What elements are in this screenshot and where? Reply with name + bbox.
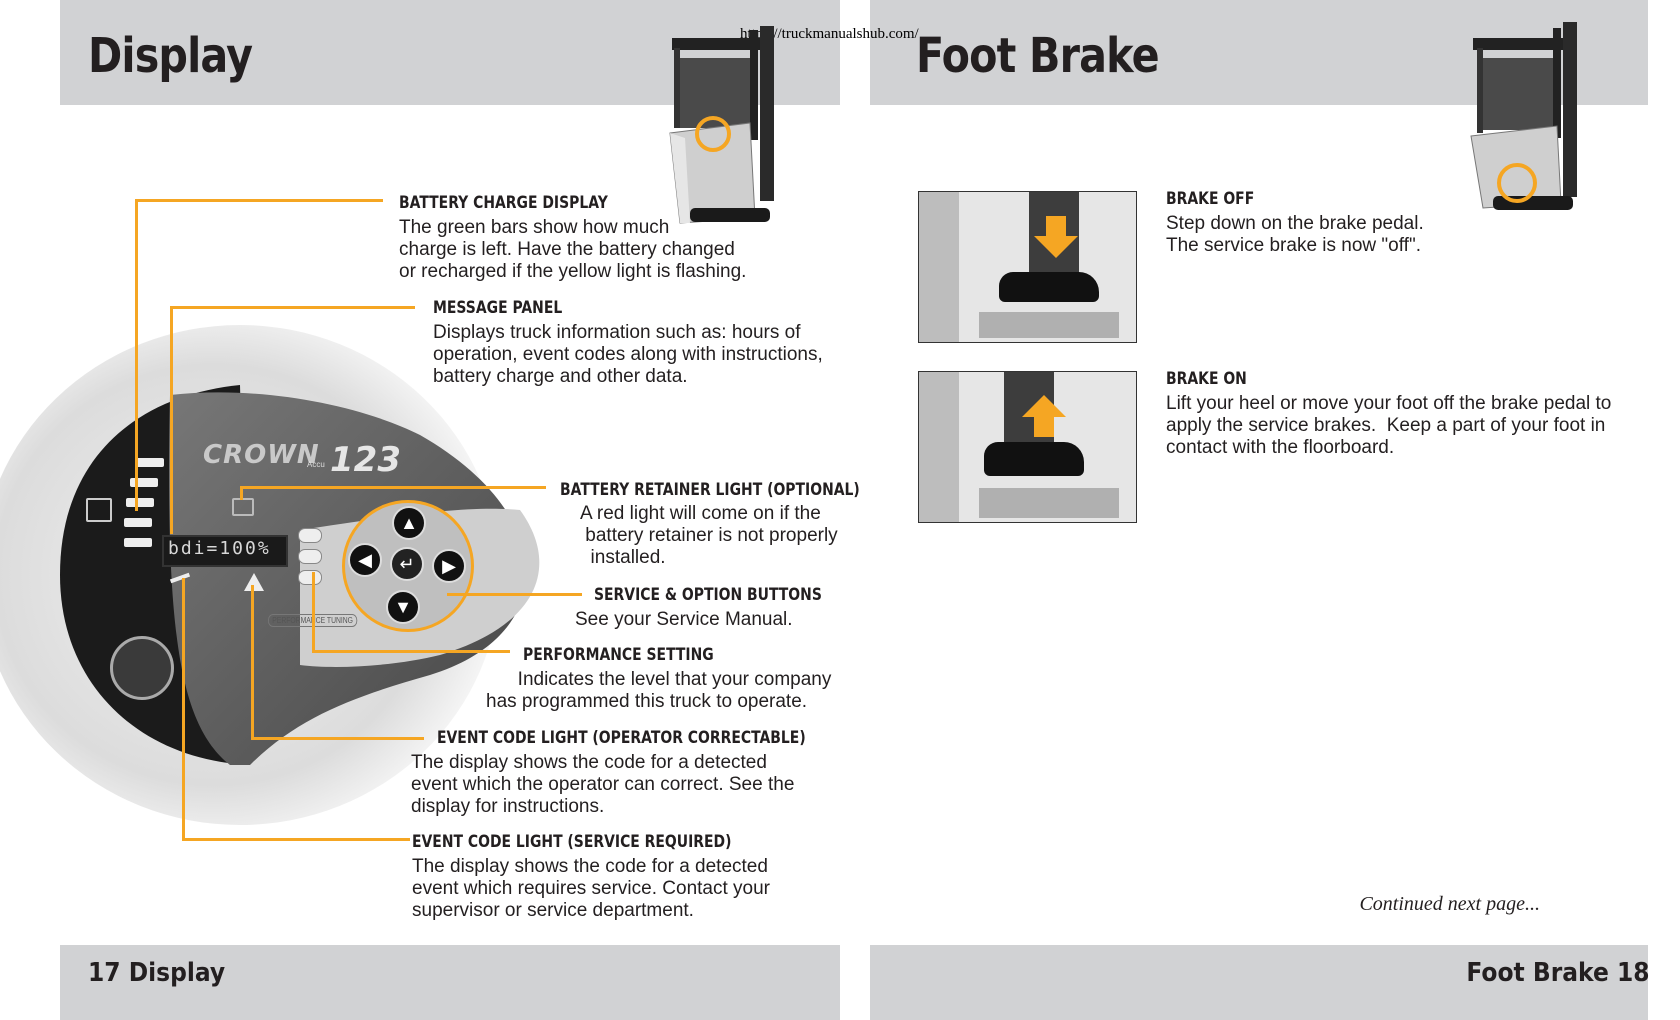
right-page-title: Foot Brake	[916, 28, 1160, 84]
left-page-title: Display	[88, 28, 253, 84]
callout-heading: BATTERY RETAINER LIGHT (OPTIONAL)	[560, 480, 860, 500]
left-footer: 17 Display	[88, 958, 226, 988]
leader-message-panel-v	[170, 306, 173, 534]
brake-on-heading: BRAKE ON	[1166, 369, 1247, 389]
callout-heading: SERVICE & OPTION BUTTONS	[594, 585, 822, 605]
perf-button-p1[interactable]	[298, 528, 322, 543]
callout-text: The display shows the code for a detecte…	[412, 856, 770, 921]
callout-text: Displays truck information such as: hour…	[433, 322, 823, 387]
key-switch[interactable]	[110, 636, 174, 700]
callout-text: Indicates the level that your company ha…	[486, 669, 832, 712]
continued-next-page: Continued next page...	[1359, 893, 1540, 915]
callout-text: The display shows the code for a detecte…	[411, 752, 795, 817]
battery-bar	[126, 498, 154, 507]
up-arrow-button[interactable]: ▲	[392, 506, 426, 540]
perf-button-p2[interactable]	[298, 549, 322, 564]
left-footer-band	[60, 945, 840, 1020]
leader-event-operator-v	[251, 585, 254, 740]
event-code-operator-icon	[244, 573, 264, 591]
leader-battery-charge-v	[135, 199, 138, 511]
battery-bar	[124, 538, 152, 547]
brake-off-text: Step down on the brake pedal. The servic…	[1166, 213, 1424, 256]
brake-on-photo	[918, 371, 1137, 523]
leader-service-buttons	[447, 593, 582, 596]
brake-off-heading: BRAKE OFF	[1166, 189, 1255, 209]
leader-message-panel	[170, 306, 415, 309]
leader-event-service-v	[182, 578, 185, 841]
left-arrow-button[interactable]: ◀	[348, 543, 382, 577]
right-footer: Foot Brake 18	[1466, 958, 1650, 988]
leader-retainer	[240, 486, 546, 489]
callout-heading: EVENT CODE LIGHT (OPERATOR CORRECTABLE)	[437, 728, 806, 748]
right-footer-band	[870, 945, 1648, 1020]
callout-heading: MESSAGE PANEL	[433, 298, 563, 318]
battery-bar	[136, 458, 164, 467]
battery-bar	[124, 518, 152, 527]
leader-retainer-v	[240, 486, 243, 500]
brand-logo: CROWN	[203, 440, 320, 470]
model-number: 123	[330, 440, 401, 480]
leader-performance-v	[312, 572, 315, 652]
leader-event-service	[182, 838, 410, 841]
enter-button[interactable]: ↵	[390, 547, 424, 581]
down-arrow-button[interactable]: ▼	[386, 590, 420, 624]
brake-on-text: Lift your heel or move your foot off the…	[1166, 393, 1612, 458]
message-panel-readout: bdi=100%	[168, 538, 271, 559]
right-arrow-button[interactable]: ▶	[432, 549, 466, 583]
brake-off-photo	[918, 191, 1137, 343]
callout-text: The green bars show how much charge is l…	[399, 217, 747, 282]
leader-battery-charge	[135, 199, 383, 202]
callout-heading: PERFORMANCE SETTING	[523, 645, 714, 665]
leader-performance	[312, 650, 510, 653]
source-url[interactable]: https://truckmanualshub.com/	[740, 26, 919, 42]
battery-retainer-icon	[232, 498, 254, 516]
message-panel-display	[162, 535, 288, 567]
callout-heading: BATTERY CHARGE DISPLAY	[399, 193, 608, 213]
battery-bar	[130, 478, 158, 487]
callout-text: A red light will come on if the battery …	[580, 503, 838, 568]
perf-button-p3[interactable]	[298, 570, 322, 585]
truck-illustration-left	[669, 26, 774, 224]
callout-heading: EVENT CODE LIGHT (SERVICE REQUIRED)	[412, 832, 732, 852]
battery-icon	[86, 498, 112, 522]
callout-text: See your Service Manual.	[575, 609, 793, 630]
model-prefix: Accu	[307, 460, 325, 469]
truck-illustration-right	[1470, 22, 1577, 210]
leader-event-operator	[251, 737, 424, 740]
